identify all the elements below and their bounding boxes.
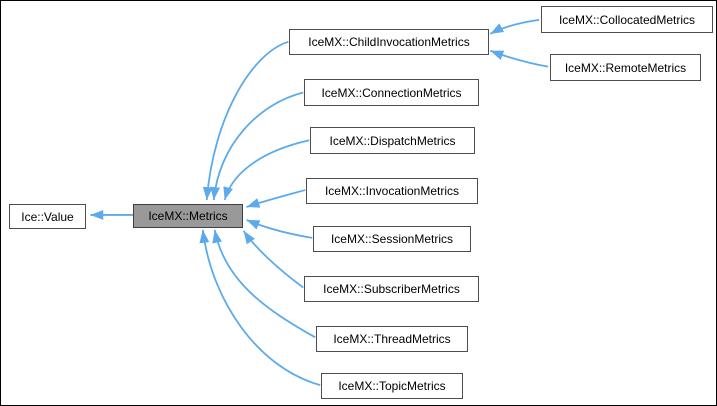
edge-remote-to-childinvocation: [490, 49, 549, 68]
edge-topic-to-metrics: [199, 229, 321, 386]
edge-connection-to-metrics: [210, 91, 304, 201]
class-node-icemx-invocationmetrics[interactable]: IceMX::InvocationMetrics: [306, 178, 478, 204]
edge-dispatch-to-metrics: [223, 139, 310, 201]
class-node-icemx-subscribermetrics[interactable]: IceMX::SubscriberMetrics: [304, 276, 479, 302]
edge-thread-to-metrics: [212, 229, 316, 339]
edge-collocated-to-childinvocation: [489, 19, 540, 35]
class-node-icemx-dispatchmetrics[interactable]: IceMX::DispatchMetrics: [310, 127, 475, 154]
class-node-ice-value[interactable]: Ice::Value: [9, 204, 86, 229]
edge-childinvocation-to-metrics: [202, 40, 289, 201]
class-node-icemx-connectionmetrics[interactable]: IceMX::ConnectionMetrics: [304, 79, 479, 106]
edge-invocation-to-metrics: [246, 189, 306, 208]
class-node-icemx-topicmetrics[interactable]: IceMX::TopicMetrics: [321, 373, 463, 399]
class-node-icemx-collocatedmetrics[interactable]: IceMX::CollocatedMetrics: [541, 6, 713, 33]
edge-subscriber-to-metrics: [242, 230, 304, 289]
class-node-icemx-threadmetrics[interactable]: IceMX::ThreadMetrics: [316, 326, 468, 352]
class-node-icemx-sessionmetrics[interactable]: IceMX::SessionMetrics: [313, 226, 471, 252]
class-node-icemx-childinvocationmetrics[interactable]: IceMX::ChildInvocationMetrics: [289, 29, 489, 55]
class-node-icemx-remotemetrics[interactable]: IceMX::RemoteMetrics: [550, 54, 701, 81]
class-node-icemx-metrics: IceMX::Metrics: [133, 204, 243, 228]
edge-session-to-metrics: [246, 219, 313, 239]
